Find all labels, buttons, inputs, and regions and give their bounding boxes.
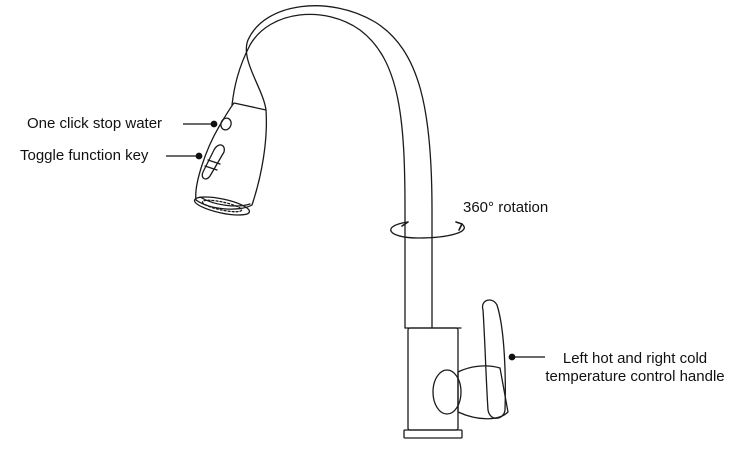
stop-button — [220, 117, 232, 131]
spout-inner — [245, 5, 433, 329]
callout-rotation: 360° rotation — [463, 199, 549, 216]
callout-handle-line2: temperature control handle — [545, 368, 725, 385]
stop-water-pointer — [210, 120, 218, 128]
callout-handle-line1: Left hot and right cold — [562, 350, 708, 367]
toggle-key — [201, 144, 225, 180]
callout-stop-water: One click stop water — [27, 115, 163, 132]
rotation-arrow — [390, 221, 465, 239]
control-handle — [457, 365, 509, 420]
callout-handle: Left hot and right cold temperature cont… — [520, 350, 750, 386]
spout-outer — [231, 13, 406, 329]
callout-toggle-key: Toggle function key — [20, 147, 149, 164]
faucet-body — [407, 327, 459, 431]
handle-pointer — [508, 353, 516, 361]
faucet-base — [403, 429, 463, 439]
toggle-key-pointer — [195, 152, 203, 160]
spray-head — [195, 102, 268, 210]
